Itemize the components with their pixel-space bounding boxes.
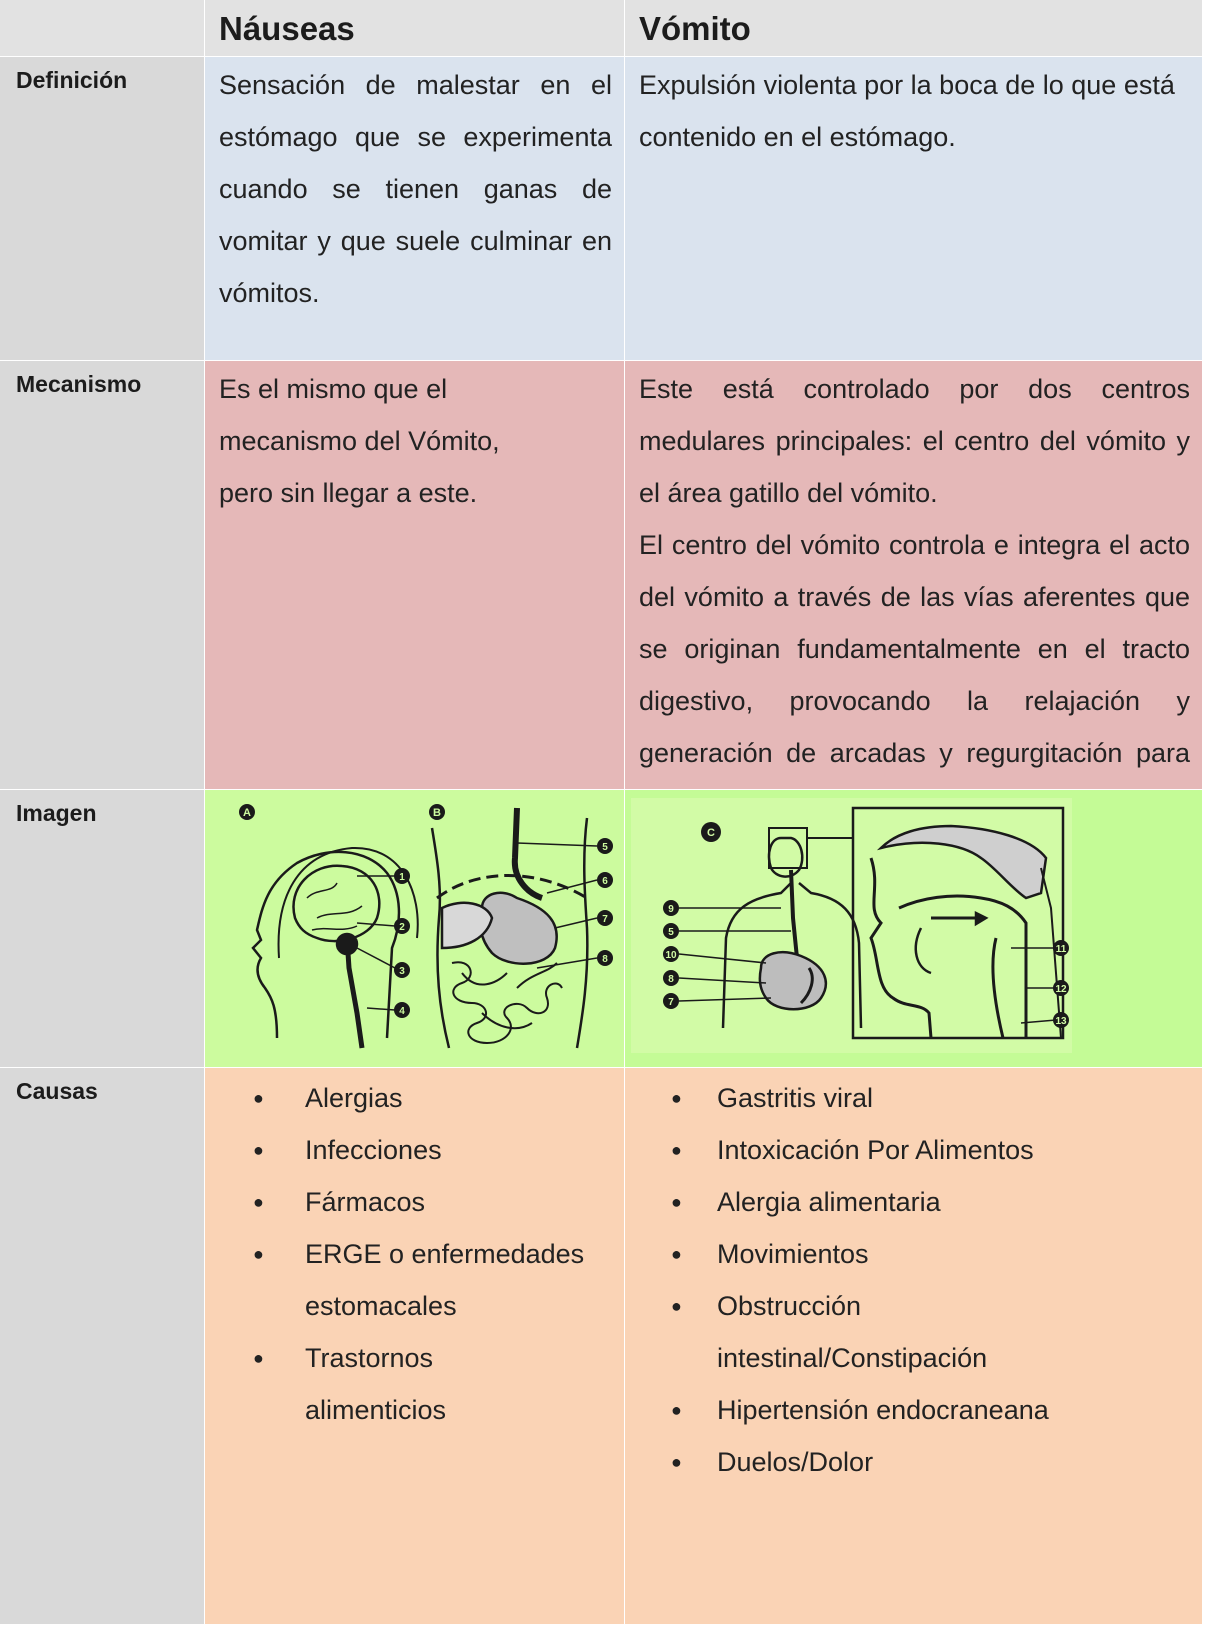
marker-12: 12: [1055, 984, 1067, 995]
bullet-icon: ●: [253, 1088, 264, 1108]
panel-letter-a: A: [243, 807, 251, 819]
marker-7b: 7: [668, 997, 674, 1008]
list-item: ● Hipertensión endocraneana: [625, 1384, 1202, 1436]
header-corner: [0, 0, 205, 57]
marker-11: 11: [1056, 944, 1067, 955]
bullet-icon: ●: [253, 1244, 264, 1264]
causas-vomito: ● Gastritis viral ● Intoxicación Por Alime…: [625, 1068, 1203, 1625]
panel-letter-b: B: [433, 807, 441, 819]
bullet-icon: ●: [671, 1452, 682, 1472]
marker-1: 1: [399, 872, 405, 883]
marker-5b: 5: [668, 927, 674, 938]
mecanismo-nauseas-text: Es el mismo que el mecanismo del Vómito,…: [219, 374, 500, 508]
list-item: ● Obstrucción intestinal/Constipación: [625, 1280, 1097, 1384]
definicion-vomito: Expulsión violenta por la boca de lo que…: [625, 57, 1203, 361]
bullet-icon: ●: [253, 1348, 264, 1368]
marker-4: 4: [399, 1006, 405, 1017]
row-label-imagen: Imagen: [0, 790, 205, 1068]
list-item-text: ERGE o enfermedades estomacales: [305, 1239, 585, 1321]
list-item-text: Infecciones: [305, 1135, 442, 1165]
causas-vomito-list: ● Gastritis viral ● Intoxicación Por Alime…: [625, 1068, 1202, 1488]
imagen-nauseas: A B 1 2 3 4 5 6 7 8: [205, 790, 625, 1068]
bullet-icon: ●: [671, 1140, 682, 1160]
bullet-icon: ●: [671, 1244, 682, 1264]
column-header-nauseas: Náuseas: [205, 0, 625, 57]
list-item: ● Intoxicación Por Alimentos: [625, 1124, 1202, 1176]
list-item-text: Intoxicación Por Alimentos: [717, 1135, 1034, 1165]
row-label-causas: Causas: [0, 1068, 205, 1625]
bullet-icon: ●: [671, 1192, 682, 1212]
marker-3: 3: [399, 966, 405, 977]
causas-nauseas: ● Alergias ● Infecciones ● Fármacos ● ERGE o…: [205, 1068, 625, 1625]
bullet-icon: ●: [671, 1400, 682, 1420]
list-item: ● Alergias: [205, 1072, 624, 1124]
marker-8b: 8: [668, 974, 674, 985]
marker-13: 13: [1055, 1016, 1067, 1027]
marker-2: 2: [399, 922, 405, 933]
bullet-icon: ●: [671, 1088, 682, 1108]
anatomy-illustration-vomit-pathway: C 9 5 10 8 7 11 12 13: [631, 798, 1072, 1053]
list-item-text: Alergia alimentaria: [717, 1187, 941, 1217]
list-item-text: Fármacos: [305, 1187, 426, 1217]
list-item-text: Alergias: [305, 1083, 403, 1113]
list-item: ● Infecciones: [205, 1124, 624, 1176]
list-item-text: Duelos/Dolor: [717, 1447, 874, 1477]
list-item: ● Gastritis viral: [625, 1072, 1202, 1124]
column-header-vomito: Vómito: [625, 0, 1203, 57]
marker-6: 6: [602, 876, 608, 887]
mecanismo-vomito-text-2: El centro del vómito controla e integra …: [639, 530, 1190, 768]
panel-letter-c: C: [707, 827, 715, 839]
list-item: ● Movimientos: [625, 1228, 1202, 1280]
anatomy-drawing-right: C 9 5 10 8 7 11 12 13: [663, 806, 1069, 1040]
list-item: ● Duelos/Dolor: [625, 1436, 1202, 1488]
bullet-icon: ●: [253, 1192, 264, 1212]
marker-5: 5: [602, 842, 608, 853]
list-item: ● ERGE o enfermedades estomacales: [205, 1228, 605, 1332]
definicion-vomito-text: Expulsión violenta por la boca de lo que…: [639, 70, 1175, 152]
mecanismo-vomito-text-1: Este está controlado por dos centros med…: [639, 374, 1190, 508]
list-item-text: Gastritis viral: [717, 1083, 874, 1113]
bullet-icon: ●: [671, 1296, 682, 1316]
marker-9: 9: [668, 904, 674, 915]
mecanismo-nauseas: Es el mismo que el mecanismo del Vómito,…: [205, 361, 625, 790]
row-label-definicion: Definición: [0, 57, 205, 361]
list-item: ● Alergia alimentaria: [625, 1176, 1202, 1228]
marker-10: 10: [665, 950, 677, 961]
causas-nauseas-list: ● Alergias ● Infecciones ● Fármacos ● ERGE o…: [205, 1068, 624, 1436]
list-item-text: Movimientos: [717, 1239, 869, 1269]
mecanismo-vomito: Este está controlado por dos centros med…: [625, 361, 1203, 790]
list-item-text: Hipertensión endocraneana: [717, 1395, 1049, 1425]
list-item: ● Trastornos alimenticios: [205, 1332, 565, 1436]
list-item-text: Trastornos alimenticios: [305, 1343, 447, 1425]
definicion-nauseas: Sensación de malestar en el estómago que…: [205, 57, 625, 361]
anatomy-drawing-left: A B 1 2 3 4 5 6 7 8: [239, 804, 613, 1049]
marker-7: 7: [602, 914, 608, 925]
list-item-text: Obstrucción intestinal/Constipación: [717, 1291, 988, 1373]
bullet-icon: ●: [253, 1140, 264, 1160]
imagen-vomito: C 9 5 10 8 7 11 12 13: [625, 790, 1203, 1068]
definicion-nauseas-text: Sensación de malestar en el estómago que…: [219, 70, 612, 308]
marker-8: 8: [602, 954, 608, 965]
list-item: ● Fármacos: [205, 1176, 624, 1228]
anatomy-illustration-head-abdomen: A B 1 2 3 4 5 6 7 8: [217, 798, 620, 1053]
row-label-mecanismo: Mecanismo: [0, 361, 205, 790]
